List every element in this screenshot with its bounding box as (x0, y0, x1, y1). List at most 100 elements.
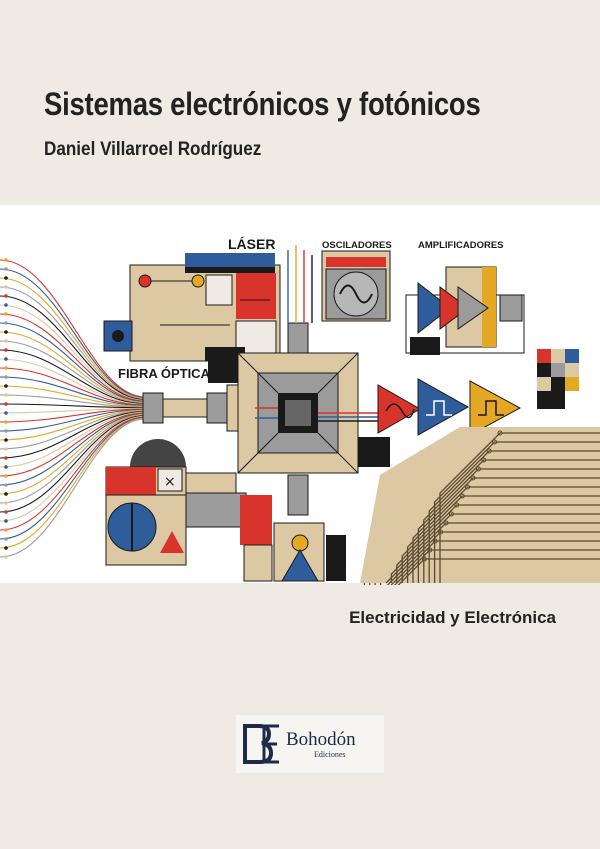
pcb-via (486, 448, 492, 454)
pcb-via (492, 439, 498, 445)
signal-triangles (377, 378, 522, 457)
pcb-via (438, 529, 444, 535)
fiber-strand (0, 407, 146, 414)
pcb-traces (360, 427, 600, 585)
fiber-strand (0, 322, 146, 403)
pcb-trace (369, 549, 600, 585)
collection-name: Electricidad y Electrónica (349, 608, 556, 627)
fiber-strand (0, 403, 146, 409)
book-author: Daniel Villarroel Rodríguez (44, 139, 262, 160)
laser-label: LÁSER (228, 236, 275, 252)
fiber-end-dot (4, 501, 8, 505)
color-grid (537, 349, 579, 409)
fiber-strand (0, 394, 146, 408)
fiber-strand (0, 414, 146, 504)
fiber-optic-bundle (0, 258, 146, 559)
publisher-subtitle: Ediciones (314, 749, 346, 759)
pcb-via (497, 430, 503, 436)
pcb-trace (439, 432, 600, 583)
bottom-left-block: × (105, 439, 346, 582)
fiber-end-dot (4, 366, 8, 370)
fiber-end-dot (4, 465, 8, 469)
fiber-end-dot (4, 429, 8, 433)
be-monogram-icon (243, 724, 279, 764)
fiber-end-dot (4, 537, 8, 541)
cover-illustration: × LÁSER OSCILADORES AMPLIFICADORES FIBRA… (0, 205, 600, 585)
oscillators-label: OSCILADORES (322, 240, 392, 251)
fiber-strand (0, 408, 146, 423)
fiber-strand (0, 340, 146, 404)
pcb-via (459, 493, 465, 499)
fiber-strand (0, 412, 146, 477)
fiber-end-dot (4, 456, 8, 460)
fiber-end-dot (4, 492, 8, 496)
fiber-end-dot (4, 276, 8, 280)
fiber-end-dot (4, 402, 8, 406)
fiber-strand (0, 367, 146, 406)
fiber-strand (0, 418, 146, 558)
fiber-end-dot (4, 294, 8, 298)
fiber-end-dot (4, 438, 8, 442)
fiber-strand (0, 415, 146, 522)
fiber-end-dot (4, 357, 8, 361)
svg-text:×: × (164, 474, 176, 490)
fiber-strand (0, 358, 146, 405)
fiber-end-dot (4, 267, 8, 271)
pcb-via (454, 502, 460, 508)
fiber-end-dot (4, 528, 8, 532)
fiber-strand (0, 295, 146, 401)
pcb-via (432, 538, 438, 544)
fiber-strand (0, 417, 146, 549)
fiber-end-dot (4, 519, 8, 523)
pcb-trace (417, 468, 600, 583)
fiber-strand (0, 411, 146, 459)
fiber-strand (0, 417, 146, 540)
fiber-end-dot (4, 384, 8, 388)
fiber-end-dot (4, 393, 8, 397)
fiber-strand (0, 313, 146, 402)
fiber-strand (0, 416, 146, 531)
publisher-name: Bohodón (286, 728, 356, 750)
pcb-trace (385, 522, 600, 584)
circuit-illustration: × LÁSER OSCILADORES AMPLIFICADORES FIBRA… (0, 205, 600, 585)
fiber-end-dot (4, 321, 8, 325)
fiber-strand (0, 409, 146, 441)
central-chip (208, 322, 390, 516)
amplifier-block (405, 266, 525, 355)
fiber-end-dot (4, 303, 8, 307)
pcb-via (465, 484, 471, 490)
fiber-end-dot (4, 510, 8, 514)
fiber-strand (0, 277, 146, 399)
pcb-via (470, 475, 476, 481)
oscillator-block (321, 250, 391, 322)
pcb-trace (374, 540, 600, 585)
fiber-end-dot (4, 555, 8, 559)
laser-block (103, 253, 281, 362)
fiber-strand (0, 259, 146, 398)
fiber-strand (0, 349, 146, 405)
pcb-via (443, 520, 449, 526)
fiber-strand (0, 415, 146, 513)
fiber-strand (0, 376, 146, 407)
fiber-strand (0, 413, 146, 486)
fiber-strand (0, 413, 146, 495)
pcb-trace (379, 531, 600, 585)
amplifiers-label: AMPLIFICADORES (418, 240, 504, 251)
pcb-via (421, 556, 427, 562)
fiber-end-dot (4, 420, 8, 424)
fiber-end-dot (4, 312, 8, 316)
fiber-end-dot (4, 285, 8, 289)
fiber-end-dot (4, 339, 8, 343)
pcb-via (475, 466, 481, 472)
pcb-via (448, 511, 454, 517)
pcb-via (481, 457, 487, 463)
fiber-end-dot (4, 474, 8, 478)
fiber-end-dot (4, 375, 8, 379)
fiber-strand (0, 411, 146, 468)
fiber-end-dot (4, 330, 8, 334)
pcb-trace (396, 504, 600, 583)
pcb-via (427, 547, 433, 553)
book-title: Sistemas electrónicos y fotónicos (44, 86, 481, 122)
fiber-strand (0, 286, 146, 400)
